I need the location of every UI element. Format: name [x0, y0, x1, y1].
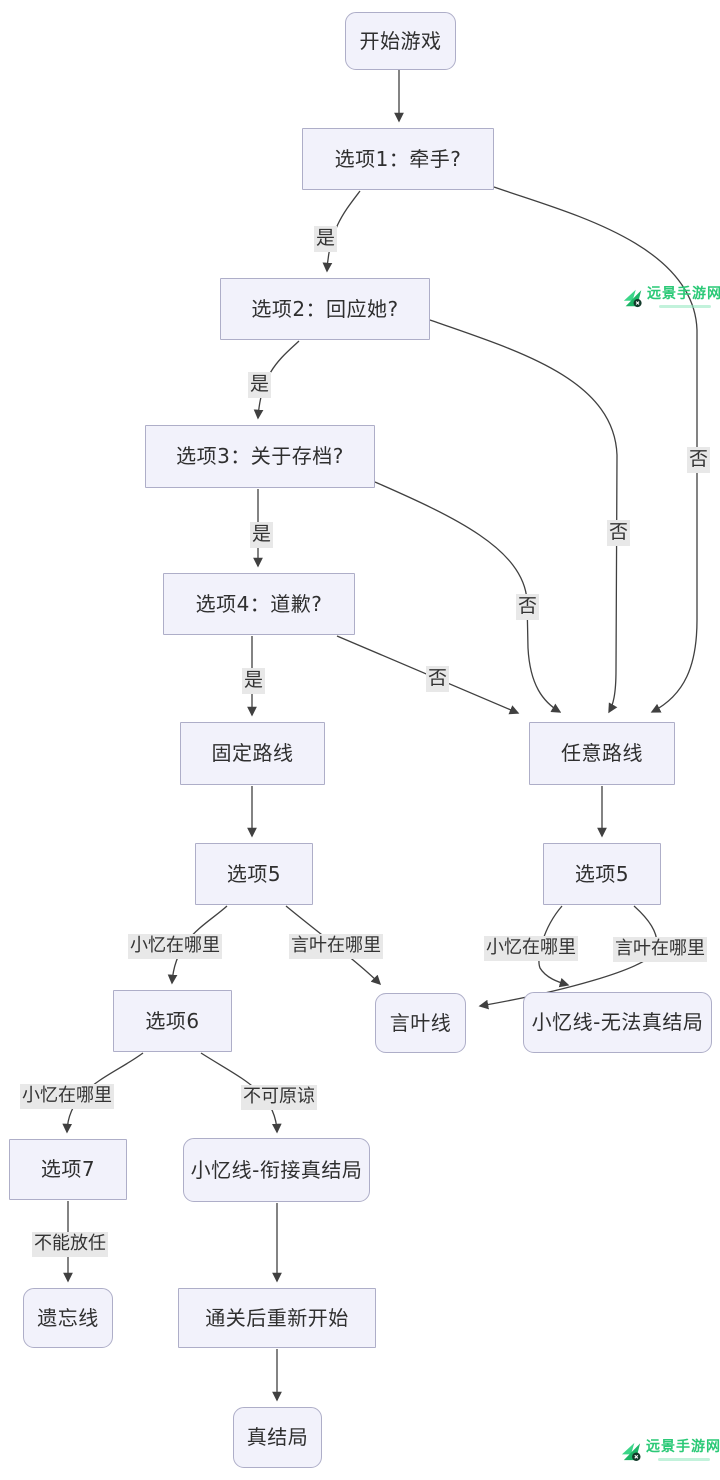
- watermark-subline: [657, 1458, 710, 1462]
- edge-q2-any-no: [429, 319, 618, 714]
- edge-label-yes-2: 是: [248, 372, 272, 398]
- node-option1: 选项1：牵手?: [302, 128, 494, 190]
- edge-label-xiaoyi-where-left: 小忆在哪里: [128, 934, 222, 959]
- edge-label-xiaoyi-where-q6: 小忆在哪里: [20, 1084, 114, 1109]
- edge-label-xiaoyi-where-right: 小忆在哪里: [484, 936, 578, 961]
- node-restart-after-clear: 通关后重新开始: [178, 1288, 376, 1348]
- watermark-text: 远景手游网: [646, 1439, 720, 1455]
- node-option4: 选项4：道歉?: [163, 573, 355, 635]
- edge-label-yes-4: 是: [242, 668, 266, 694]
- watermark-logo-icon: [623, 289, 642, 308]
- edge-q5right-xiaoyi: [538, 905, 570, 988]
- edge-q3-any-no: [374, 481, 562, 713]
- watermark-text: 远景手游网: [647, 286, 720, 302]
- node-xiaoyi-true-ending: 小忆线-衔接真结局: [183, 1138, 370, 1202]
- watermark-top-right: 远景手游网: [622, 286, 720, 309]
- node-option5-right: 选项5: [543, 843, 661, 905]
- edge-label-unforgivable: 不可原谅: [241, 1085, 317, 1110]
- edge-label-yes-1: 是: [314, 226, 338, 252]
- node-any-route: 任意路线: [529, 722, 675, 785]
- edge-q1-q2-yes: [322, 190, 361, 273]
- node-option7: 选项7: [9, 1139, 127, 1200]
- watermark-logo-icon: [621, 1442, 641, 1461]
- edge-label-yes-3: 是: [250, 522, 274, 548]
- edge-label-no-3: 否: [516, 594, 540, 620]
- edge-q1-any-no: [493, 186, 698, 713]
- watermark-bottom-right: 远景手游网: [620, 1439, 720, 1463]
- edge-label-no-1: 否: [687, 447, 711, 473]
- node-option6: 选项6: [113, 990, 232, 1052]
- edge-q2-q3-yes: [253, 340, 300, 420]
- edge-label-yanye-where-left: 言叶在哪里: [289, 934, 383, 959]
- edge-label-cannot-letgo: 不能放任: [32, 1232, 108, 1257]
- node-option2: 选项2：回应她?: [220, 278, 430, 340]
- watermark-subline: [658, 305, 711, 309]
- node-yanye-line: 言叶线: [375, 993, 466, 1053]
- node-fixed-route: 固定路线: [180, 722, 325, 785]
- edge-label-no-2: 否: [607, 520, 631, 546]
- node-forget-line: 遗忘线: [23, 1288, 113, 1348]
- node-option3: 选项3：关于存档?: [145, 425, 375, 488]
- edge-label-no-4: 否: [426, 666, 450, 692]
- node-option5-left: 选项5: [195, 843, 313, 905]
- node-xiaoyi-no-true-ending: 小忆线-无法真结局: [523, 992, 712, 1053]
- edge-label-yanye-where-right: 言叶在哪里: [613, 937, 707, 962]
- node-true-ending: 真结局: [233, 1407, 322, 1468]
- node-start-game: 开始游戏: [345, 12, 456, 70]
